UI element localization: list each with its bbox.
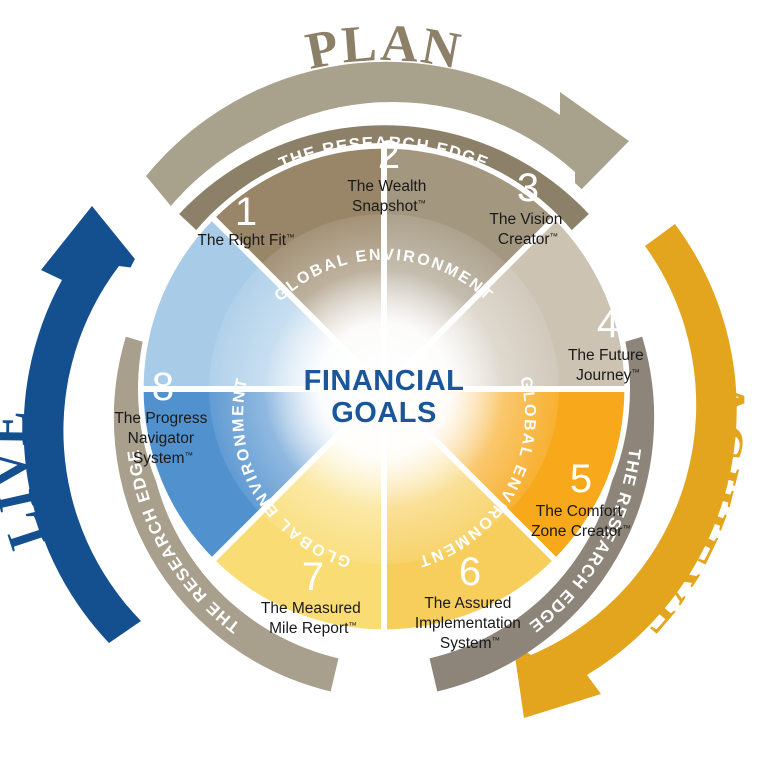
segment-2-content: 2 The Wealth Snapshot™ [347, 133, 430, 215]
outer-ring-arc-1 [179, 125, 589, 238]
center-title-line-1: FINANCIAL [304, 365, 465, 397]
segment-7-content: 7 The Measured Mile Report™ [261, 555, 365, 637]
segment-4-number: 4 [597, 302, 619, 346]
arrow-word-plan: PLAN [301, 15, 466, 81]
center-title-line-2: GOALS [331, 397, 437, 429]
segment-4-content: 4 The Future Journey™ [568, 302, 648, 384]
segment-5-content: 5 The Comfort Zone Creator™ [531, 457, 631, 540]
segment-6-content: 6 The Assured Implementation System™ [415, 550, 525, 652]
segment-3-content: 3 The Vision Creator™ [489, 166, 566, 248]
segment-2-number: 2 [378, 133, 400, 177]
outer-ring-arc-2 [429, 336, 655, 692]
segment-8-number: 8 [152, 365, 174, 409]
segment-7-label: The Measured Mile Report™ [261, 600, 365, 637]
outer-ring [113, 125, 655, 692]
outer-ring-arc-3 [113, 336, 339, 692]
segment-3-label: The Vision Creator™ [489, 211, 566, 248]
segment-1-label: The Right Fit™ [197, 232, 294, 249]
segment-8-label: The Progress Navigator System™ [114, 410, 211, 467]
segment-7-number: 7 [302, 555, 324, 599]
outer-arrow-achieve [513, 224, 737, 718]
segment-4-label: The Future Journey™ [568, 347, 648, 384]
segment-5-number: 5 [570, 457, 592, 501]
outer-arrow-live [23, 206, 143, 643]
outer-arrow-plan [146, 61, 629, 212]
segment-6-label: The Assured Implementation System™ [415, 595, 525, 652]
segment-6-number: 6 [459, 550, 481, 594]
segment-1-content: 1 The Right Fit™ [197, 190, 294, 249]
segment-3-number: 3 [517, 166, 539, 210]
inner-glow [209, 214, 559, 564]
segment-8-content: 8 The Progress Navigator System™ [114, 365, 211, 467]
segment-5-label: The Comfort Zone Creator™ [531, 503, 631, 540]
center-title: FINANCIAL GOALS [304, 365, 465, 429]
segment-2-label: The Wealth Snapshot™ [347, 178, 430, 215]
segment-1-number: 1 [235, 190, 257, 234]
